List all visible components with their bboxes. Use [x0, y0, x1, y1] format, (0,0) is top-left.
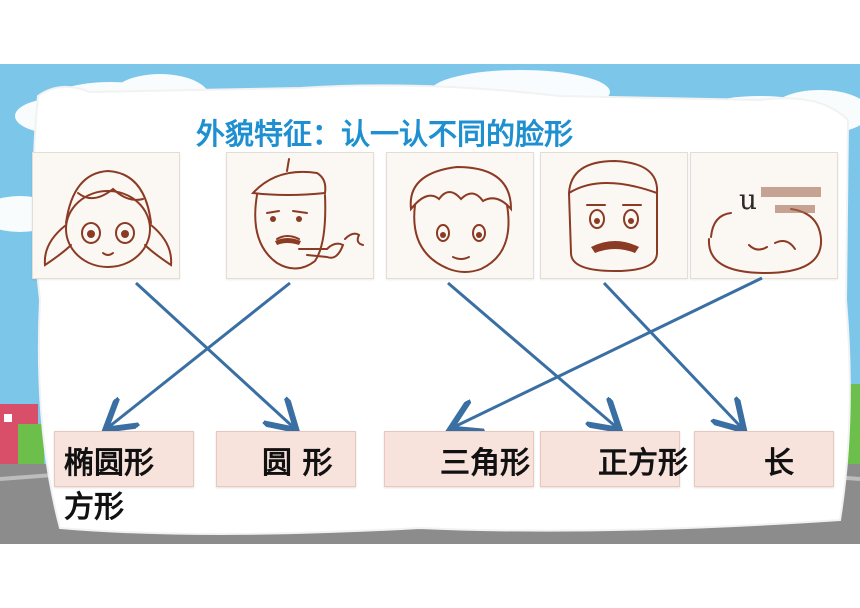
box-long: [694, 431, 834, 487]
box-square: [540, 431, 680, 487]
label-triangle: 三角形: [440, 446, 530, 481]
label-round: 圆 形: [262, 446, 333, 481]
man-mustache-sketch: [567, 159, 659, 273]
boy-face-sketch: [409, 165, 513, 273]
label-square: 正方形: [598, 446, 688, 481]
face-card-girl: [32, 152, 180, 279]
box-oval: [54, 431, 194, 487]
box-round: [216, 431, 356, 487]
face-card-round-sketch: u: [690, 152, 838, 279]
page-title: 外貌特征：认一认不同的脸形: [196, 117, 574, 151]
box-triangle: [384, 431, 534, 487]
label-long: 长: [764, 446, 794, 481]
face-card-boy: [386, 152, 534, 279]
round-face-sketch: [707, 187, 823, 275]
face-card-man-pipe: [226, 152, 374, 279]
girl-face-sketch: [43, 169, 173, 268]
label-oval-line2: 方形: [64, 490, 124, 525]
face-note-text: u: [739, 183, 758, 216]
face-card-man-mustache: [540, 152, 688, 279]
man-pipe-sketch: [250, 158, 364, 270]
label-oval-line1: 椭圆形: [64, 446, 154, 481]
